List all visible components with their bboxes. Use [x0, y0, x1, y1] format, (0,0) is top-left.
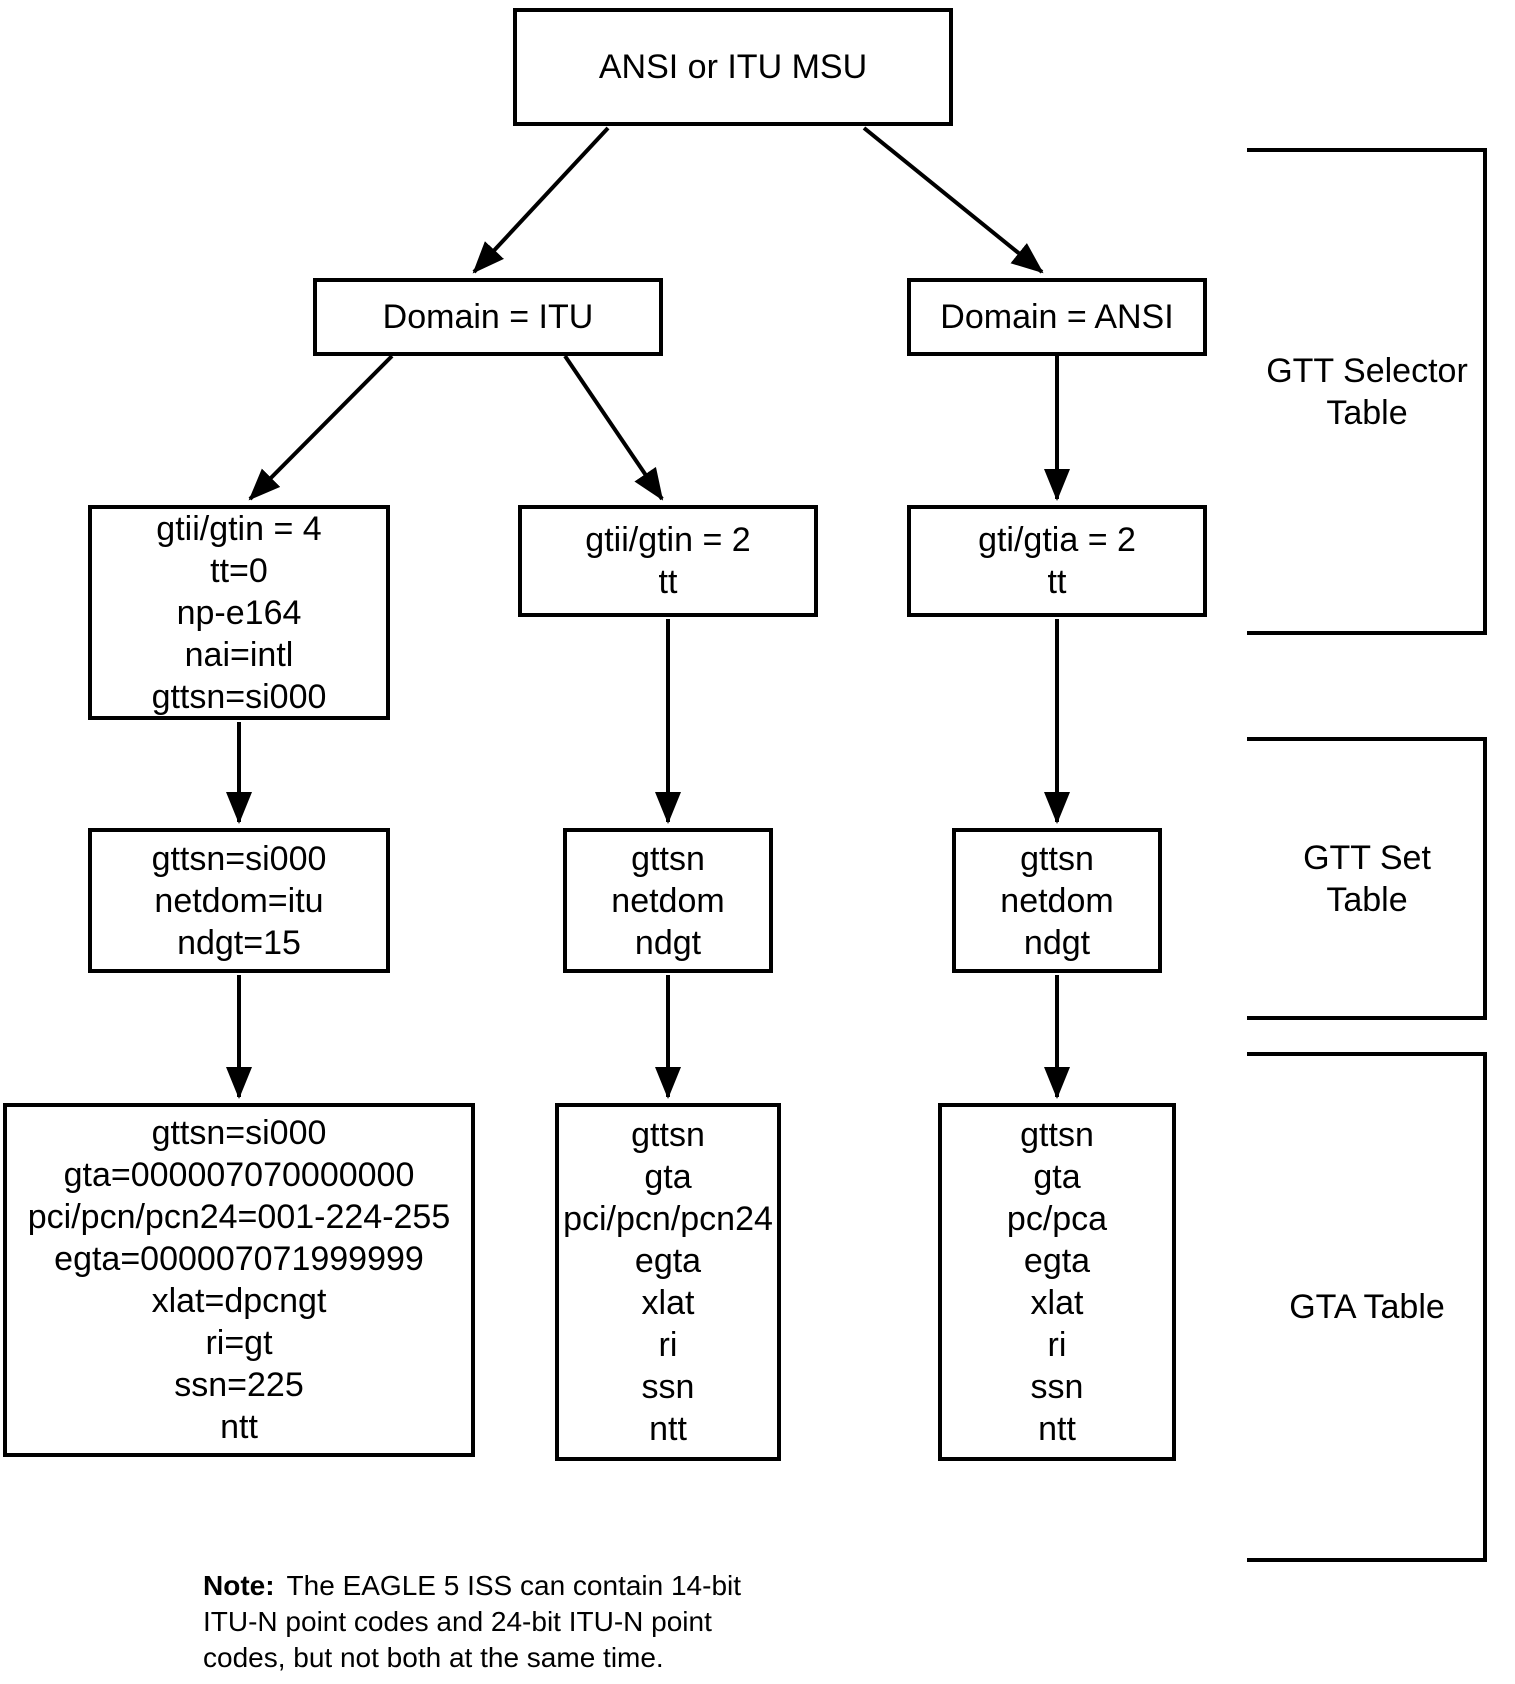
node-line: xlat=dpcngt	[151, 1282, 327, 1320]
node-line: egta	[634, 1242, 702, 1280]
node-line: pci/pcn/pcn24	[563, 1200, 773, 1238]
arrow-msu-to-domain-ansi	[862, 126, 1044, 274]
note-prefix: Note:	[203, 1570, 275, 1601]
label-gtt-set-table: GTT Set Table	[1303, 838, 1431, 919]
node-line: gta=000007070000000	[63, 1156, 415, 1194]
arrow-msu-to-domain-itu	[472, 126, 610, 274]
node-line: netdom	[1000, 881, 1114, 920]
node-line: ntt	[1038, 1410, 1076, 1448]
node-line: pc/pca	[1006, 1200, 1108, 1238]
bracket-gta-table	[1247, 1052, 1487, 1562]
node-line: gta	[644, 1158, 692, 1196]
node-line: gtii/gtin = 2	[585, 521, 751, 559]
node-line: gttsn=si000	[151, 677, 327, 716]
node-ansi-or-itu-msu: ANSI or ITU MSU	[513, 8, 953, 126]
node-line: gta	[1033, 1158, 1081, 1196]
node-line: ri	[658, 1326, 678, 1364]
node-line: pci/pcn/pcn24=001-224-255	[27, 1198, 451, 1236]
label-gtt-selector-table: GTT Selector Table	[1266, 351, 1468, 432]
node-line: ndgt	[634, 923, 702, 962]
note-line-3: codes, but not both at the same time.	[203, 1642, 664, 1673]
node-line: ri	[1047, 1326, 1067, 1364]
node-line: gttsn	[1020, 839, 1094, 878]
note: Note:The EAGLE 5 ISS can contain 14-bit …	[203, 1568, 803, 1676]
node-line: tt=0	[210, 551, 268, 590]
node-line: egta	[1023, 1242, 1091, 1280]
node-line: tt	[658, 563, 678, 601]
node-line: ndgt	[1023, 923, 1091, 962]
node-gta-ansi: gttsn gta pc/pca egta xlat ri ssn ntt	[938, 1103, 1176, 1461]
node-domain-itu: Domain = ITU	[313, 278, 663, 356]
node-line: gttsn	[1020, 1116, 1094, 1154]
node-line: xlat	[1030, 1284, 1084, 1322]
note-line-2: ITU-N point codes and 24-bit ITU-N point	[203, 1606, 712, 1637]
node-line: ssn	[1030, 1368, 1084, 1406]
node-line: ri=gt	[205, 1324, 273, 1362]
node-line: gttsn=si000	[151, 1114, 327, 1152]
node-line: ssn=225	[174, 1366, 304, 1404]
node-gta-itu2: gttsn gta pci/pcn/pcn24 egta xlat ri ssn ntt	[555, 1103, 781, 1461]
note-line-1: Note:The EAGLE 5 ISS can contain 14-bit	[203, 1570, 742, 1601]
node-line: ndgt=15	[177, 923, 301, 962]
label-gta-table: GTA Table	[1289, 1288, 1445, 1326]
node-line: np-e164	[176, 593, 302, 632]
node-line: gti/gtia = 2	[978, 521, 1136, 559]
node-line: gtii/gtin = 4	[156, 509, 322, 548]
node-line: ssn	[641, 1368, 695, 1406]
node-line: nai=intl	[184, 635, 294, 674]
bracket-gtt-set-table	[1247, 737, 1487, 1020]
node-line: ntt	[649, 1410, 687, 1448]
arrow-domain-itu-to-selector-gti2	[563, 354, 664, 501]
node-line: netdom=itu	[154, 881, 324, 920]
node-selector-ansi-gti2: gti/gtia = 2 tt	[907, 505, 1207, 617]
node-line: tt	[1047, 563, 1067, 601]
node-line: xlat	[641, 1284, 695, 1322]
node-line: gttsn=si000	[151, 839, 327, 878]
arrow-domain-itu-to-selector-gti4	[248, 354, 394, 501]
node-line: ntt	[220, 1408, 258, 1446]
node-line: gttsn	[631, 839, 705, 878]
node-domain-ansi: Domain = ANSI	[907, 278, 1207, 356]
node-line: egta=000007071999999	[54, 1240, 424, 1278]
node-line: netdom	[611, 881, 725, 920]
bracket-gtt-selector-table	[1247, 148, 1487, 635]
node-gta-itu: gttsn=si000 gta=000007070000000 pci/pcn/pc…	[3, 1103, 475, 1457]
node-line: gttsn	[631, 1116, 705, 1154]
node-selector-itu-gti2: gtii/gtin = 2 tt	[518, 505, 818, 617]
